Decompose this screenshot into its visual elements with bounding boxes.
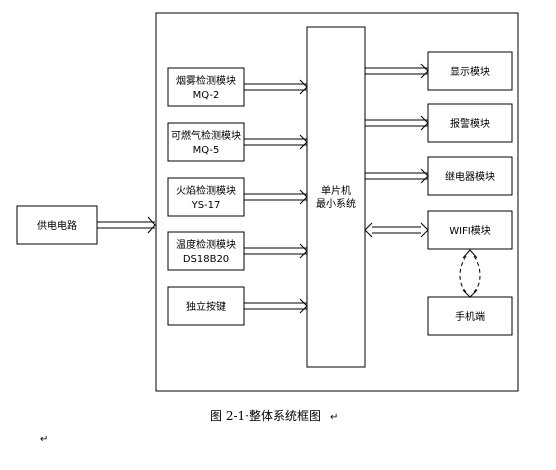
gas-arrow: [244, 134, 308, 150]
display-arrow: [365, 63, 429, 79]
gas-module-title: 可燃气检测模块: [171, 129, 241, 142]
button-arrow: [244, 298, 308, 314]
output-arrows: [364, 63, 429, 238]
alarm-module-box: [427, 103, 513, 143]
wifi-module-label: WIFI模块: [449, 225, 491, 237]
alarm-arrow: [365, 115, 429, 131]
wifi-bidirectional-arrow: [364, 222, 429, 238]
relay-module-label: 继电器模块: [445, 170, 495, 183]
wireless-link: [459, 249, 481, 298]
button-module-box: [167, 286, 245, 326]
figure-caption: 图 2-1·整体系统框图: [210, 408, 321, 423]
phone-module-box: [427, 296, 513, 336]
gas-module-box: [167, 122, 245, 162]
phone-module-label: 手机端: [455, 310, 485, 323]
power-supply-box: [16, 205, 98, 245]
smoke-arrow: [244, 79, 308, 95]
mcu-label-line2: 最小系统: [316, 197, 356, 210]
temperature-module-box: [167, 231, 245, 271]
caption-paragraph-mark: ↵: [330, 412, 338, 423]
flame-arrow: [244, 189, 308, 205]
button-module-title: 独立按键: [186, 300, 226, 313]
mcu-label-line1: 单片机: [321, 184, 351, 197]
mcu-box: [306, 26, 366, 368]
wifi-module-box: [427, 210, 513, 250]
temperature-module-model: DS18B20: [183, 254, 229, 265]
power-arrow: [97, 216, 156, 234]
temperature-module-title: 温度检测模块: [176, 238, 236, 251]
flame-module-box: [167, 177, 245, 217]
gas-module-model: MQ-5: [193, 145, 220, 156]
smoke-module-title: 烟雾检测模块: [176, 74, 236, 87]
input-arrows: [244, 79, 308, 314]
display-module-label: 显示模块: [450, 66, 490, 78]
smoke-module-box: [167, 67, 245, 107]
paragraph-mark: ↵: [40, 434, 48, 445]
temperature-arrow: [244, 243, 308, 259]
flame-module-title: 火焰检测模块: [176, 184, 236, 197]
relay-arrow: [365, 168, 429, 184]
flame-module-model: YS-17: [191, 200, 221, 211]
power-supply-label: 供电电路: [37, 219, 77, 232]
alarm-module-label: 报警模块: [450, 117, 490, 130]
relay-module-box: [427, 156, 513, 196]
smoke-module-model: MQ-2: [193, 90, 220, 101]
